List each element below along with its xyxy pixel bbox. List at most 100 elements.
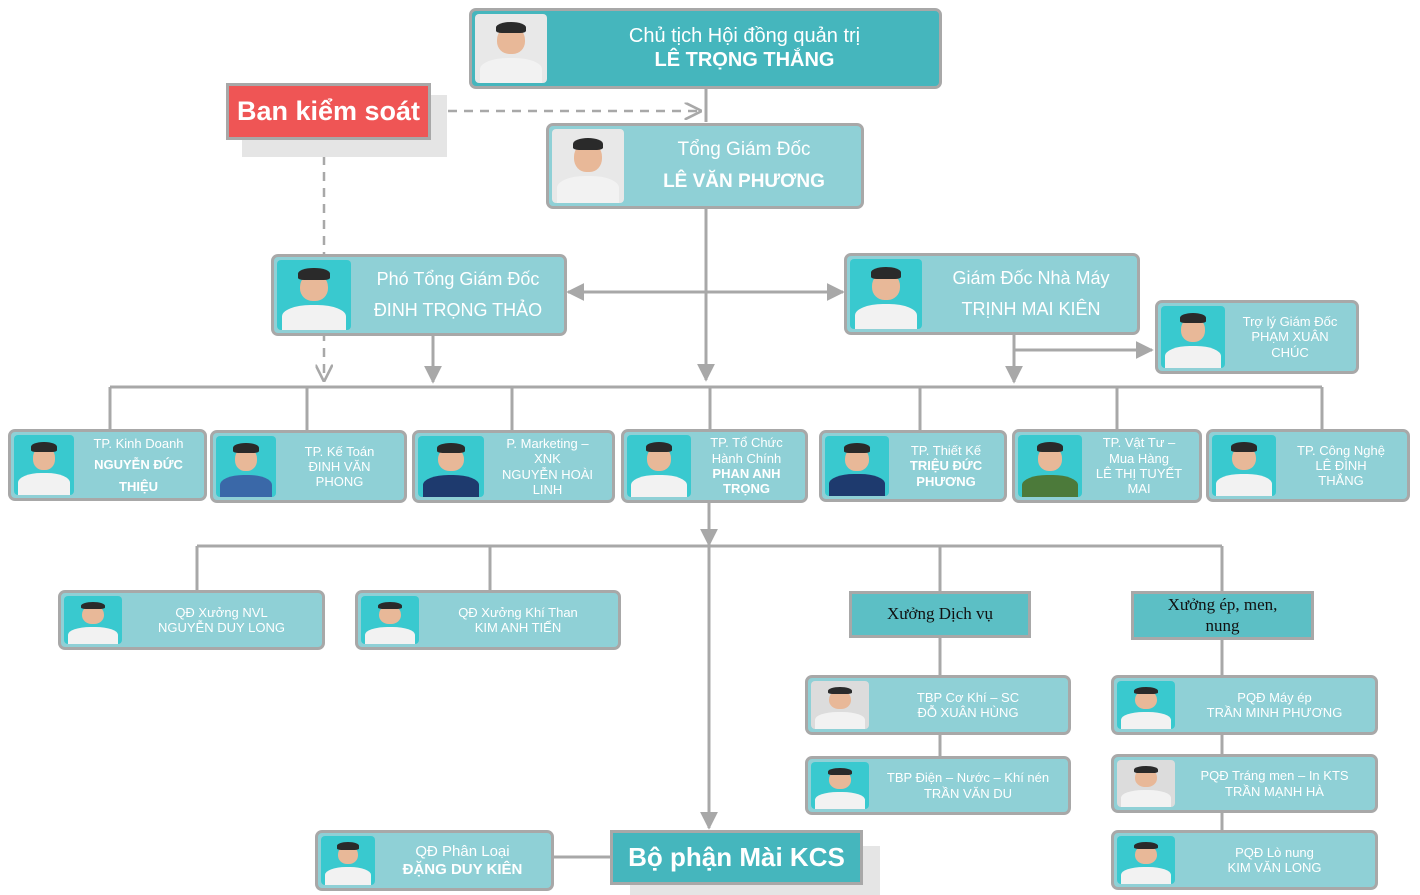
sorting-box[interactable]: QĐ Phân Loại ĐẶNG DUY KIÊN — [315, 830, 554, 891]
department-head: PHƯƠNG — [916, 473, 976, 489]
sorting-head: ĐẶNG DUY KIÊN — [402, 860, 523, 878]
department-title: TP. Kế Toán — [304, 443, 375, 459]
person-photo-icon — [64, 596, 122, 644]
person-photo-icon — [14, 435, 74, 495]
supervisory-board-box[interactable]: Ban kiểm soát — [226, 83, 431, 140]
department-box-thiet-ke[interactable]: TP. Thiết Kế TRIỆU ĐỨC PHƯƠNG — [819, 430, 1007, 502]
deputy-ceo-name: ĐINH TRỌNG THẢO — [373, 300, 543, 320]
unit-title: PQĐ Tráng men – In KTS — [1200, 768, 1349, 784]
department-head: LÊ THỊ TUYẾT — [1095, 466, 1183, 481]
person-photo-icon — [552, 129, 624, 203]
person-photo-icon — [418, 436, 484, 497]
chairman-name: LÊ TRỌNG THẮNG — [654, 48, 835, 71]
unit-title: PQĐ Lò nung — [1235, 844, 1314, 860]
person-photo-icon — [475, 14, 547, 83]
department-title: TP. Công Nghệ — [1297, 442, 1385, 458]
person-photo-icon — [811, 681, 869, 729]
department-head: NGUYỄN ĐỨC — [94, 457, 183, 473]
unit-head: TRẦN MẠNH HÀ — [1225, 783, 1324, 799]
department-box-cong-nghe[interactable]: TP. Công Nghệ LÊ ĐÌNH THẮNG — [1206, 429, 1410, 502]
plant-director-title: Giám Đốc Nhà Máy — [952, 267, 1110, 288]
unit-head: TRẦN VĂN DU — [923, 785, 1013, 801]
chairman-box[interactable]: Chủ tịch Hội đồng quản trị LÊ TRỌNG THẮN… — [469, 8, 942, 89]
service-unit-box-dien-nuoc[interactable]: TBP Điện – Nước – Khí nén TRẦN VĂN DU — [805, 756, 1071, 815]
person-photo-icon — [811, 762, 869, 809]
workshop-title: QĐ Xưởng Khí Than — [458, 604, 578, 620]
ceo-name: LÊ VĂN PHƯƠNG — [663, 171, 825, 192]
department-head: ĐINH VĂN — [308, 458, 371, 474]
press-workshop-box[interactable]: Xưởng ép, men, nung — [1131, 591, 1314, 640]
press-workshop-label: Xưởng ép, men, — [1167, 595, 1278, 615]
department-box-vat-tu[interactable]: TP. Vật Tư – Mua Hàng LÊ THỊ TUYẾT MAI — [1012, 429, 1202, 503]
press-workshop-label: nung — [1205, 615, 1240, 635]
department-box-ke-toan[interactable]: TP. Kế Toán ĐINH VĂN PHONG — [210, 430, 407, 503]
press-unit-box-trang-men[interactable]: PQĐ Tráng men – In KTS TRẦN MẠNH HÀ — [1111, 754, 1378, 813]
department-head: TRIỆU ĐỨC — [909, 458, 983, 474]
department-head: NGUYỄN HOÀI — [501, 466, 593, 482]
supervisory-board-label: Ban kiểm soát — [236, 96, 421, 126]
unit-title: TBP Cơ Khí – SC — [916, 689, 1020, 705]
unit-head: ĐỖ XUÂN HÙNG — [917, 705, 1019, 720]
deputy-ceo-title: Phó Tổng Giám Đốc — [376, 268, 540, 289]
department-head: THẮNG — [1318, 473, 1364, 489]
person-photo-icon — [850, 259, 922, 329]
person-photo-icon — [627, 435, 691, 497]
department-box-to-chuc-hanh-chinh[interactable]: TP. Tổ Chức Hành Chính PHAN ANH TRỌNG — [621, 429, 808, 503]
workshop-box-khi-than[interactable]: QĐ Xưởng Khí Than KIM ANH TIẾN — [355, 590, 621, 650]
service-unit-box-co-khi[interactable]: TBP Cơ Khí – SC ĐỖ XUÂN HÙNG — [805, 675, 1071, 735]
department-head: LINH — [532, 481, 563, 497]
assistant-line2: PHẠM XUÂN — [1251, 329, 1329, 345]
kcs-label: Bộ phận Mài KCS — [628, 842, 845, 872]
person-photo-icon — [1117, 836, 1175, 884]
service-workshop-box[interactable]: Xưởng Dịch vụ — [849, 591, 1031, 638]
department-title: TP. Vật Tư – — [1102, 435, 1176, 451]
ceo-title: Tổng Giám Đốc — [677, 138, 811, 160]
person-photo-icon — [1117, 681, 1175, 729]
service-workshop-label: Xưởng Dịch vụ — [886, 604, 994, 624]
department-box-marketing[interactable]: P. Marketing – XNK NGUYỄN HOÀI LINH — [412, 430, 615, 503]
press-unit-box-may-ep[interactable]: PQĐ Máy ép TRẦN MINH PHƯƠNG — [1111, 675, 1378, 735]
workshop-head: NGUYỄN DUY LONG — [158, 620, 285, 635]
person-photo-icon — [361, 596, 419, 644]
kcs-box[interactable]: Bộ phận Mài KCS — [610, 830, 863, 885]
department-title: TP. Tổ Chức — [710, 435, 783, 451]
person-photo-icon — [825, 436, 889, 496]
ceo-box[interactable]: Tổng Giám Đốc LÊ VĂN PHƯƠNG — [546, 123, 864, 209]
person-photo-icon — [1117, 760, 1175, 807]
department-title: XNK — [534, 451, 561, 467]
department-title: TP. Kinh Doanh — [93, 435, 184, 451]
plant-director-box[interactable]: Giám Đốc Nhà Máy TRỊNH MAI KIÊN — [844, 253, 1140, 335]
department-head: LÊ ĐÌNH — [1315, 457, 1367, 473]
department-head: PHAN ANH — [712, 466, 781, 481]
person-photo-icon — [277, 260, 351, 330]
unit-title: PQĐ Máy ép — [1237, 689, 1312, 705]
unit-title: TBP Điện – Nước – Khí nén — [886, 770, 1050, 786]
press-unit-box-lo-nung[interactable]: PQĐ Lò nung KIM VĂN LONG — [1111, 830, 1378, 890]
department-head: TRỌNG — [723, 481, 770, 497]
assistant-director-box[interactable]: Trợ lý Giám Đốc PHẠM XUÂN CHÚC — [1155, 300, 1359, 374]
assistant-line1: Trợ lý Giám Đốc — [1242, 314, 1338, 329]
department-head: MAI — [1127, 481, 1151, 497]
sorting-title: QĐ Phân Loại — [415, 842, 510, 860]
department-head: PHONG — [315, 474, 364, 490]
department-title: TP. Thiết Kế — [910, 443, 982, 458]
person-photo-icon — [1161, 306, 1225, 368]
assistant-line3: CHÚC — [1271, 344, 1309, 360]
workshop-box-nvl[interactable]: QĐ Xưởng NVL NGUYỄN DUY LONG — [58, 590, 325, 650]
deputy-ceo-box[interactable]: Phó Tổng Giám Đốc ĐINH TRỌNG THẢO — [271, 254, 567, 336]
plant-director-name: TRỊNH MAI KIÊN — [961, 299, 1101, 319]
department-title: Mua Hàng — [1109, 450, 1169, 466]
person-photo-icon — [321, 836, 375, 885]
workshop-head: KIM ANH TIẾN — [474, 620, 562, 635]
chairman-title: Chủ tịch Hội đồng quản trị — [628, 24, 861, 47]
person-photo-icon — [216, 436, 276, 497]
department-box-kinh-doanh[interactable]: TP. Kinh Doanh NGUYỄN ĐỨC THIỆU — [8, 429, 207, 501]
workshop-title: QĐ Xưởng NVL — [175, 604, 268, 620]
department-head: THIỆU — [119, 478, 158, 494]
person-photo-icon — [1212, 435, 1276, 496]
person-photo-icon — [1018, 435, 1082, 497]
department-title: P. Marketing – — [506, 435, 589, 451]
unit-head: TRẦN MINH PHƯƠNG — [1206, 705, 1343, 720]
unit-head: KIM VĂN LONG — [1227, 860, 1322, 875]
